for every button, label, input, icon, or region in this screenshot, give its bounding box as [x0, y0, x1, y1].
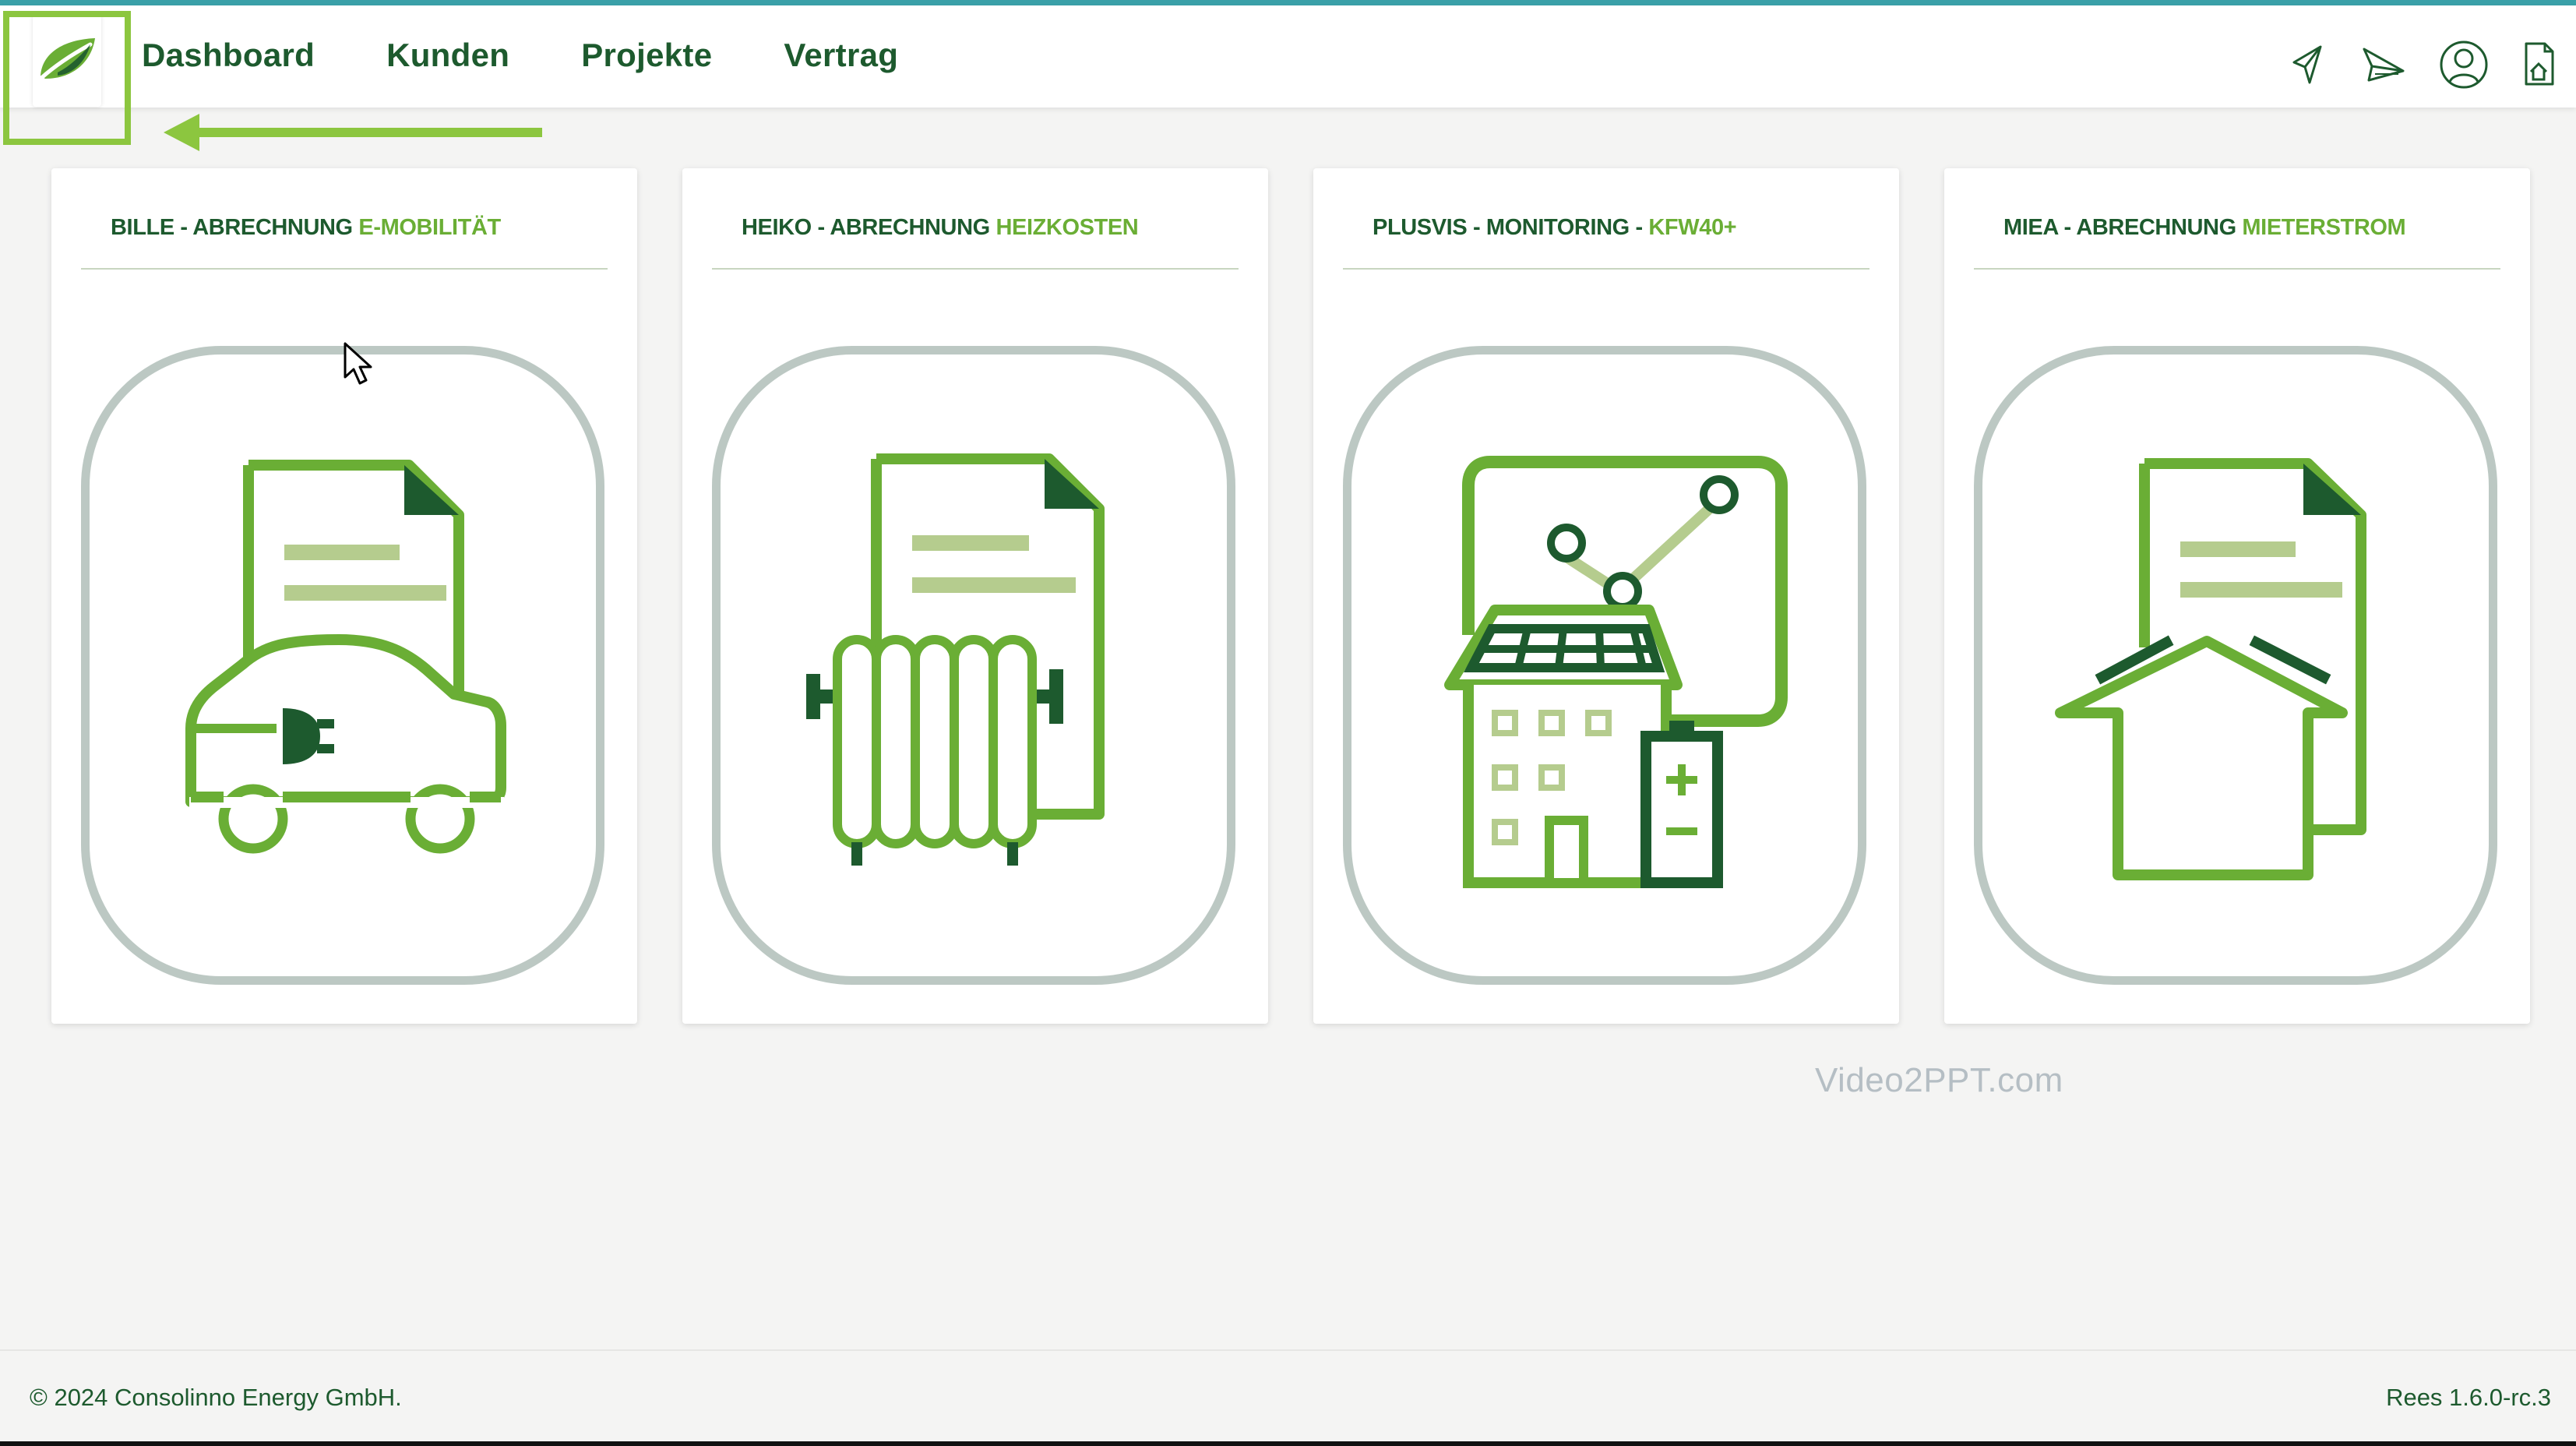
- card-divider: [81, 268, 608, 270]
- card-title: MIEA - ABRECHNUNG MIETERSTROM: [2003, 215, 2406, 240]
- copyright-text: © 2024 Consolinno Energy GmbH.: [30, 1384, 402, 1411]
- card-title: BILLE - ABRECHNUNG E-MOBILITÄT: [111, 215, 501, 240]
- card-heiko[interactable]: HEIKO - ABRECHNUNG HEIZKOSTEN: [682, 168, 1268, 1024]
- footer: © 2024 Consolinno Energy GmbH. Rees 1.6.…: [0, 1349, 2576, 1446]
- home-logo-button[interactable]: [33, 15, 101, 107]
- card-divider: [1974, 268, 2500, 270]
- mouse-cursor-icon: [343, 341, 374, 392]
- nav-vertrag[interactable]: Vertrag: [784, 37, 899, 73]
- user-account-icon[interactable]: [2439, 37, 2489, 97]
- solar-house-monitoring-icon: [1444, 456, 1788, 888]
- card-miea[interactable]: MIEA - ABRECHNUNG MIETERSTROM: [1944, 168, 2530, 1024]
- watermark: Video2PPT.com: [1815, 1061, 2063, 1099]
- header-actions: [2257, 37, 2557, 97]
- card-divider: [712, 268, 1239, 270]
- card-tile[interactable]: [1974, 346, 2497, 985]
- nav-kunden[interactable]: Kunden: [386, 37, 510, 73]
- radiator-document-icon: [806, 453, 1105, 866]
- card-divider: [1343, 268, 1869, 270]
- nav-dashboard[interactable]: Dashboard: [142, 37, 315, 73]
- paper-plane-icon[interactable]: [2288, 42, 2328, 91]
- top-navbar: Dashboard Kunden Projekte Vertrag: [0, 5, 2576, 108]
- version-text: Rees 1.6.0-rc.3: [2386, 1384, 2551, 1411]
- nav-projekte[interactable]: Projekte: [581, 37, 713, 73]
- card-plusvis[interactable]: PLUSVIS - MONITORING - KFW40+: [1313, 168, 1899, 1024]
- ev-car-document-icon: [185, 460, 506, 854]
- card-tile[interactable]: [81, 346, 604, 985]
- main-nav: Dashboard Kunden Projekte Vertrag: [142, 37, 970, 74]
- top-accent-bar: [0, 0, 2576, 5]
- leaf-logo-icon: [38, 38, 95, 81]
- send-icon[interactable]: [2359, 43, 2408, 90]
- card-tile[interactable]: [1343, 346, 1866, 985]
- card-title: HEIKO - ABRECHNUNG HEIZKOSTEN: [742, 215, 1139, 240]
- card-title: PLUSVIS - MONITORING - KFW40+: [1373, 215, 1737, 240]
- card-tile[interactable]: [712, 346, 1235, 985]
- house-document-icon: [2055, 458, 2366, 880]
- document-home-icon[interactable]: [2520, 41, 2557, 93]
- bottom-border: [0, 1441, 2576, 1446]
- left-arrow-annotation: [164, 112, 545, 157]
- card-bille[interactable]: BILLE - ABRECHNUNG E-MOBILITÄT: [51, 168, 637, 1024]
